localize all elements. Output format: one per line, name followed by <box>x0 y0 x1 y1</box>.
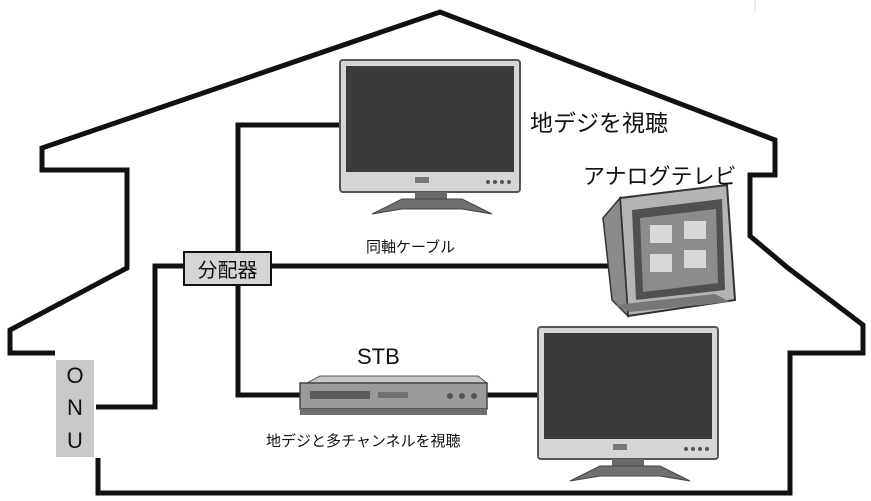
flat-tv-top-icon <box>339 59 521 215</box>
splitter-label: 分配器 <box>197 258 258 282</box>
stb-box-icon <box>299 375 489 415</box>
onu-letter-u: U <box>67 427 83 453</box>
multichannel-label: 地デジと多チャンネルを視聴 <box>266 432 461 450</box>
onu-letter-o: O <box>66 363 84 389</box>
onu-box: O N U <box>56 360 94 457</box>
onu-letter-n: N <box>67 395 83 421</box>
splitter-box: 分配器 <box>183 251 272 286</box>
cable-splitter-to-stb <box>235 284 300 398</box>
watch-digital-label: 地デジを視聴 <box>530 111 668 137</box>
cable-onu-to-splitter <box>96 263 185 410</box>
analog-tv-label: アナログテレビ <box>583 165 737 190</box>
stb-label: STB <box>357 344 400 369</box>
coax-cable-label: 同軸ケーブル <box>366 238 456 256</box>
cable-splitter-to-top-tv <box>235 122 345 253</box>
analog-crt-tv-icon <box>602 183 737 318</box>
flat-tv-bottom-icon <box>537 326 719 482</box>
house-outline <box>7 9 866 496</box>
